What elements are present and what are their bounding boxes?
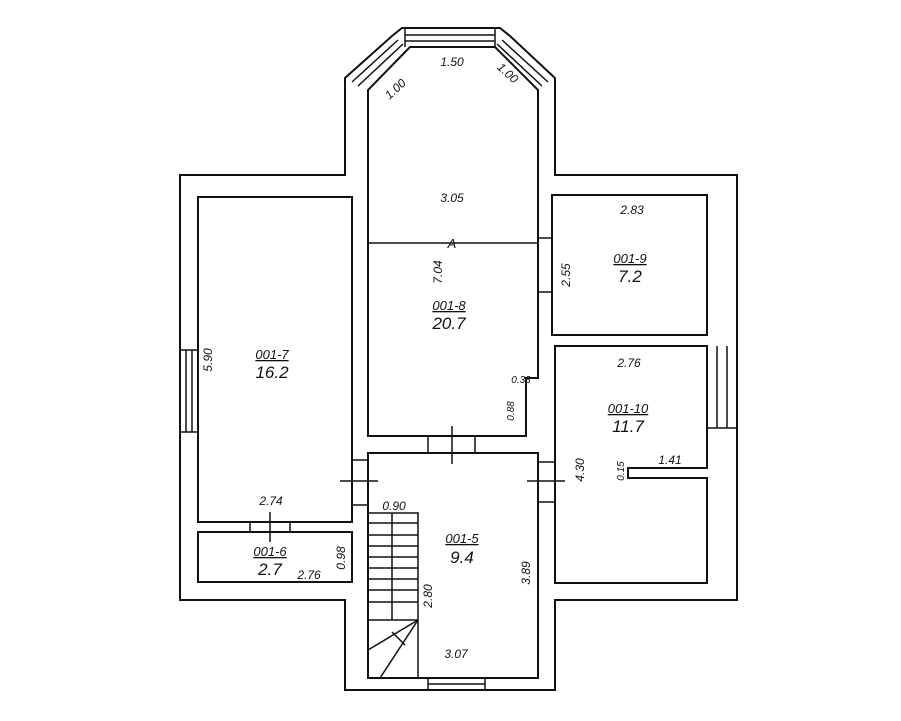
svg-text:0.90: 0.90 <box>382 499 406 513</box>
room-001-10-outline <box>554 345 708 584</box>
svg-text:2.7: 2.7 <box>257 560 282 579</box>
svg-text:001-9: 001-9 <box>613 251 646 266</box>
svg-text:001-6: 001-6 <box>253 544 287 559</box>
staircase[interactable] <box>367 512 419 679</box>
svg-text:3.89: 3.89 <box>519 561 533 585</box>
svg-text:001-8: 001-8 <box>432 298 466 313</box>
room-label-001-7[interactable]: 001-7 16.2 <box>255 347 289 382</box>
svg-text:3.05: 3.05 <box>440 191 464 205</box>
svg-text:1.41: 1.41 <box>658 453 681 467</box>
svg-text:3.07: 3.07 <box>444 647 469 661</box>
svg-text:001-10: 001-10 <box>608 401 649 416</box>
svg-text:1.50: 1.50 <box>440 55 464 69</box>
svg-text:7.04: 7.04 <box>431 260 445 284</box>
svg-text:0.33: 0.33 <box>511 375 531 386</box>
svg-text:001-7: 001-7 <box>255 347 289 362</box>
svg-text:0.98: 0.98 <box>334 546 348 570</box>
room-001-9-outline <box>551 194 708 336</box>
svg-text:2.76: 2.76 <box>616 356 641 370</box>
svg-text:2.83: 2.83 <box>619 203 644 217</box>
svg-text:1.00: 1.00 <box>494 60 521 86</box>
window-left <box>180 349 198 433</box>
dimension-labels: 1.00 1.50 1.00 3.05 A 7.04 0.33 0.88 2.8… <box>201 55 682 661</box>
bay-window <box>351 28 549 87</box>
room-label-001-9[interactable]: 001-9 7.2 <box>613 251 646 286</box>
svg-text:20.7: 20.7 <box>431 314 466 333</box>
svg-text:2.76: 2.76 <box>296 568 321 582</box>
svg-text:1.00: 1.00 <box>382 76 409 102</box>
room-label-001-6[interactable]: 001-6 2.7 <box>253 544 287 579</box>
doors[interactable] <box>249 237 565 542</box>
room-label-001-8[interactable]: 001-8 20.7 <box>431 298 466 333</box>
room-001-6-outline <box>197 531 353 583</box>
svg-text:2.80: 2.80 <box>421 584 435 609</box>
svg-text:2.55: 2.55 <box>559 263 573 288</box>
svg-text:11.7: 11.7 <box>612 417 644 436</box>
room-label-001-5[interactable]: 001-5 9.4 <box>445 531 479 567</box>
room-001-8-outline <box>367 46 539 437</box>
svg-text:4.30: 4.30 <box>573 458 587 482</box>
svg-text:0.15: 0.15 <box>616 461 627 481</box>
svg-text:7.2: 7.2 <box>618 267 642 286</box>
svg-text:A: A <box>447 236 457 251</box>
window-bottom <box>427 677 486 691</box>
svg-text:16.2: 16.2 <box>255 363 289 382</box>
svg-text:0.88: 0.88 <box>506 401 517 421</box>
svg-text:001-5: 001-5 <box>445 531 479 546</box>
svg-text:9.4: 9.4 <box>450 548 474 567</box>
room-label-001-10[interactable]: 001-10 11.7 <box>608 401 649 436</box>
svg-text:5.90: 5.90 <box>201 348 215 372</box>
window-right <box>707 346 737 429</box>
svg-text:2.74: 2.74 <box>258 494 283 508</box>
room-001-7-outline <box>197 196 353 523</box>
